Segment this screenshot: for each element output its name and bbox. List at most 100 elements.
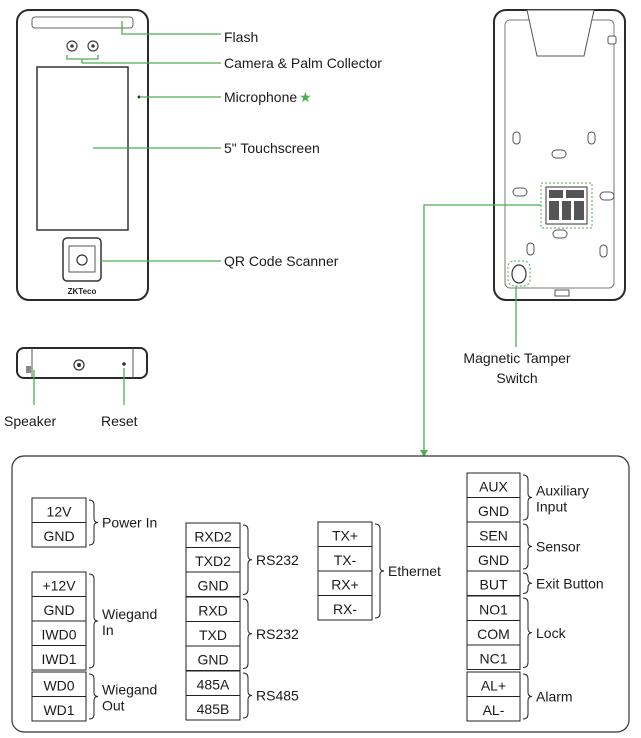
side-screw-center <box>77 363 81 367</box>
group-label-wiegand_out-line1: Wiegand <box>102 682 157 698</box>
terminal-group-ethernet: TX+TX-RX+RX-Ethernet <box>317 521 441 621</box>
flash-strip <box>31 16 134 29</box>
pin-label-lock-0: NO1 <box>479 601 508 617</box>
label-qr-scanner: QR Code Scanner <box>224 253 339 269</box>
brace-wiegand_in <box>88 573 99 669</box>
reset-hole <box>122 362 126 366</box>
group-label-wiegand_out-line2: Out <box>102 698 125 714</box>
pin-box-wiegand_in-3 <box>31 645 87 671</box>
mount-slot-7 <box>526 242 535 256</box>
pin-label-exit-0: BUT <box>480 576 508 592</box>
pin-label-rs232_b-2: GND <box>197 651 228 667</box>
mount-bracket-notch <box>526 9 595 57</box>
terminal-group-alarm: AL+AL-Alarm <box>466 671 573 722</box>
flash-leader <box>121 21 221 35</box>
pin-label-lock-1: COM <box>477 626 510 642</box>
group-label-sensor: Sensor <box>536 539 581 555</box>
group-label-aux-line1: Auxiliary <box>536 483 589 499</box>
terminal-pins-2 <box>566 190 584 198</box>
camera-lens-right-center <box>91 44 95 48</box>
pin-box-rs485-0 <box>185 670 241 696</box>
pin-box-ethernet-0 <box>317 521 373 547</box>
pin-label-aux-1: GND <box>478 503 509 519</box>
pin-box-exit-0 <box>466 570 521 596</box>
camera-lens-left-center <box>70 44 74 48</box>
pin-box-rs232_b-2 <box>185 645 241 671</box>
pin-box-wiegand_out-1 <box>31 696 87 722</box>
microphone-star-icon: ★ <box>299 89 312 105</box>
terminal-pins-5 <box>574 201 584 220</box>
tamper-switch <box>511 264 527 284</box>
pin-box-rs485-1 <box>185 695 241 721</box>
pin-label-ethernet-2: RX+ <box>331 576 359 592</box>
group-label-rs232_b: RS232 <box>256 626 299 642</box>
qr-scanner-lens <box>76 254 88 266</box>
pin-label-wiegand_out-1: WD1 <box>43 702 74 718</box>
pin-box-alarm-1 <box>466 696 521 722</box>
label-camera: Camera & Palm Collector <box>224 55 382 71</box>
pin-label-rs232_b-0: RXD <box>198 602 228 618</box>
pin-box-lock-1 <box>466 620 521 646</box>
pin-label-lock-2: NC1 <box>479 650 507 666</box>
pin-label-aux-0: AUX <box>479 478 508 494</box>
mount-slot-2 <box>587 131 596 145</box>
front-callout-lines <box>66 21 221 262</box>
pin-box-lock-2 <box>466 644 521 670</box>
pin-box-aux-0 <box>466 472 521 498</box>
terminal-leader-arrow <box>420 450 428 457</box>
pin-box-rs232_a-2 <box>185 571 241 597</box>
pin-label-wiegand_in-2: IWD0 <box>42 626 77 642</box>
brace-ethernet <box>374 523 385 619</box>
brand-logo: ZKTeco <box>68 287 97 296</box>
pin-label-power-1: GND <box>43 528 74 544</box>
pin-label-ethernet-3: RX- <box>333 601 357 617</box>
group-label-ethernet: Ethernet <box>388 563 441 579</box>
pin-box-wiegand_in-1 <box>31 596 87 622</box>
pin-box-alarm-0 <box>466 671 521 697</box>
pin-label-rs485-1: 485B <box>197 701 230 717</box>
side-device <box>16 347 148 405</box>
group-label-rs485: RS485 <box>256 688 299 704</box>
group-label-lock: Lock <box>536 625 567 641</box>
brace-sensor <box>522 523 533 570</box>
group-label-exit: Exit Button <box>536 575 604 591</box>
brace-power <box>88 499 99 546</box>
mount-slot-1 <box>512 131 521 145</box>
terminal-pins-4 <box>562 201 571 220</box>
pin-box-aux-1 <box>466 497 521 523</box>
brace-alarm <box>522 673 533 720</box>
label-touchscreen: 5" Touchscreen <box>224 140 320 156</box>
group-label-wiegand_in-line2: In <box>102 622 114 638</box>
group-label-aux-line2: Input <box>536 499 567 515</box>
group-label-rs232_a: RS232 <box>256 552 299 568</box>
pin-box-sensor-1 <box>466 546 521 572</box>
pin-label-ethernet-0: TX+ <box>332 527 358 543</box>
brace-lock <box>522 597 533 668</box>
pin-label-rs232_a-0: RXD2 <box>194 528 232 544</box>
front-device: ZKTeco <box>16 9 149 301</box>
brace-rs232_b <box>242 598 253 669</box>
pin-box-ethernet-3 <box>317 595 373 621</box>
terminal-group-exit: BUT Exit Button <box>466 570 604 596</box>
pin-label-wiegand_in-1: GND <box>43 602 74 618</box>
group-label-alarm: Alarm <box>536 689 573 705</box>
pin-box-ethernet-2 <box>317 570 373 596</box>
back-device <box>493 9 626 301</box>
mount-slot-8 <box>599 244 608 258</box>
pin-label-wiegand_in-3: IWD1 <box>42 651 77 667</box>
label-reset: Reset <box>101 413 138 429</box>
speaker-grille <box>26 366 31 373</box>
pin-box-rs232_a-1 <box>185 547 241 573</box>
pin-label-sensor-1: GND <box>478 552 509 568</box>
microphone-hole <box>137 95 141 99</box>
terminal-leader <box>423 204 541 450</box>
label-tamper-line1: Magnetic Tamper <box>463 350 570 366</box>
mount-slot-4 <box>512 187 528 197</box>
pin-label-wiegand_out-0: WD0 <box>43 677 74 693</box>
